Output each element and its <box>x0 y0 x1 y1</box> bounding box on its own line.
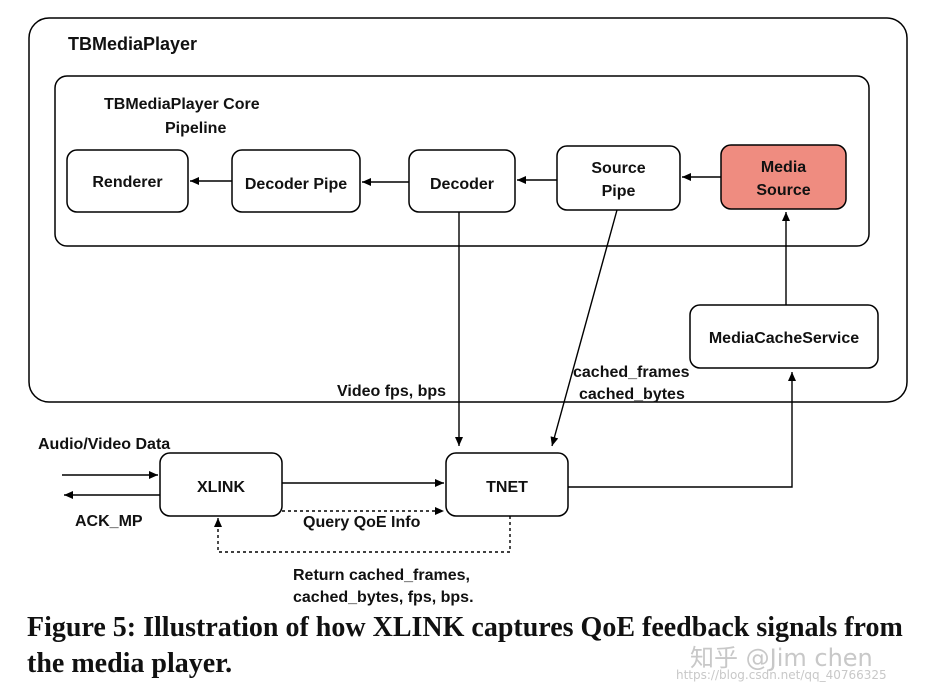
core-pipeline-title-line2: Pipeline <box>165 120 226 137</box>
node-decoder: Decoder <box>408 149 516 213</box>
node-media-source: Media Source <box>720 144 847 210</box>
tbmediaplayer-title: TBMediaPlayer <box>68 34 197 54</box>
node-decoder-label: Decoder <box>430 176 494 193</box>
label-return-line1: Return cached_frames, <box>293 567 470 584</box>
figure-caption: Figure 5: Illustration of how XLINK capt… <box>27 612 903 679</box>
node-decoder-pipe-label: Decoder Pipe <box>245 176 347 193</box>
label-cached-frames: cached_frames <box>573 364 690 381</box>
node-source-pipe: Source Pipe <box>556 145 681 211</box>
label-return-line2: cached_bytes, fps, bps. <box>293 589 474 606</box>
node-decoder-pipe: Decoder Pipe <box>231 149 361 213</box>
label-query-qoe: Query QoE Info <box>303 514 421 531</box>
edge-tnet-to-cacheservice <box>568 372 796 488</box>
node-xlink-label: XLINK <box>197 479 245 496</box>
node-renderer-label: Renderer <box>92 174 162 191</box>
node-renderer: Renderer <box>66 149 189 213</box>
watermark-zhihu: 知乎 @Jim chen <box>690 644 873 672</box>
node-source-pipe-label-line2: Pipe <box>602 183 636 200</box>
node-tnet-label: TNET <box>486 479 528 496</box>
watermark-url: https://blog.csdn.net/qq_40766325 <box>676 668 887 682</box>
core-pipeline-title-line1: TBMediaPlayer Core <box>104 96 260 113</box>
label-ack-mp: ACK_MP <box>75 513 143 530</box>
architecture-diagram: TBMediaPlayer TBMediaPlayer Core Pipelin… <box>28 17 908 606</box>
node-media-cache-service: MediaCacheService <box>689 304 879 369</box>
node-media-source-label-line1: Media <box>761 159 806 176</box>
node-xlink: XLINK <box>159 452 283 517</box>
node-media-source-label-line2: Source <box>756 182 810 199</box>
label-cached-bytes: cached_bytes <box>579 386 685 403</box>
label-video-fps: Video fps, bps <box>337 383 446 400</box>
node-source-pipe-label-line1: Source <box>591 160 645 177</box>
node-media-cache-service-label: MediaCacheService <box>709 330 859 347</box>
edge-return-qoe <box>214 516 511 553</box>
edge-sourcepipe-to-tnet <box>550 209 618 447</box>
label-audio-video-data: Audio/Video Data <box>38 436 170 453</box>
node-tnet: TNET <box>445 452 569 517</box>
